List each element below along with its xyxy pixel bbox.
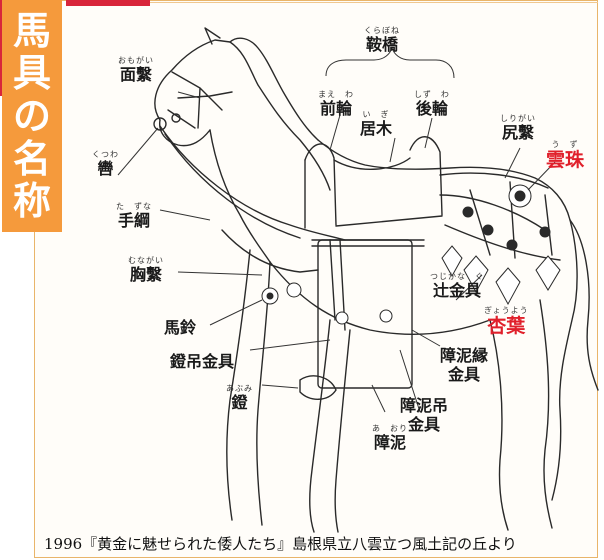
label-text: 障泥 — [373, 433, 406, 452]
label-ruby: あぶみ — [226, 384, 253, 393]
horse-tail — [569, 219, 599, 391]
horse-rump — [551, 219, 578, 501]
title-char: 称 — [12, 179, 51, 224]
mudguard-panel — [317, 239, 413, 389]
saddle-seat — [333, 157, 411, 170]
horse-head-outline — [154, 39, 331, 191]
label-ruby: まえ わ — [318, 90, 354, 99]
label-ruby: い ぎ — [362, 110, 390, 119]
label-ruby: ぎょうよう — [484, 306, 529, 315]
junction-fitting — [482, 224, 494, 236]
stirrup — [299, 375, 337, 400]
label-gyouyou: ぎょうよう 杏葉 — [484, 306, 529, 337]
horse-front-leg-right — [309, 319, 331, 533]
label-tazuna: た ずな 手綱 — [116, 202, 152, 230]
title-char: の — [12, 93, 51, 138]
title-char: 名 — [12, 136, 51, 181]
label-text: 鐙 — [231, 393, 248, 412]
label-text: 辻金具 — [432, 281, 481, 300]
label-maewa: まえ わ 前輪 — [318, 90, 354, 118]
horse-ear — [204, 27, 221, 45]
kurabone-brace — [325, 46, 455, 79]
horse-hind-leg — [489, 319, 509, 531]
bit-ring — [153, 117, 167, 131]
label-aori-buchi: 障泥縁 金具 — [440, 346, 488, 384]
label-tsujikanagu: つじかな ぐ 辻金具 — [430, 272, 484, 300]
reins — [159, 125, 346, 241]
label-uzu: う ず 雲珠 — [546, 140, 584, 171]
label-text: 金具 — [408, 415, 441, 434]
label-text: 杏葉 — [487, 315, 526, 337]
saddle-front-arch — [304, 143, 337, 226]
label-ruby: しず わ — [414, 90, 450, 99]
title-box: 馬 具 の 名 称 — [2, 0, 62, 232]
label-barei: 馬鈴 — [164, 318, 196, 337]
label-abumi: あぶみ 鐙 — [226, 384, 253, 412]
label-ruby: むながい — [128, 256, 164, 265]
label-kutsuwa: くつわ 轡 — [92, 150, 119, 178]
horse-front-leg-left — [226, 249, 251, 521]
label-ruby: た ずな — [116, 202, 152, 211]
label-text: 胸繫 — [129, 265, 162, 284]
label-omogai: おもがい 面繫 — [118, 56, 154, 84]
label-ruby: あ おり — [372, 424, 408, 433]
horse-back — [317, 139, 571, 221]
label-ruby: おもがい — [118, 56, 154, 65]
source-caption: 1996『黄金に魅せられた倭人たち』島根県立八雲立つ風土記の丘より — [44, 535, 517, 553]
label-aori-tsuri: 障泥吊 金具 — [400, 396, 448, 434]
label-abumi-tsuri: 鐙吊金具 — [170, 352, 234, 371]
label-ruby: くつわ — [92, 150, 119, 159]
saddle-rear-arch — [409, 136, 443, 216]
label-ruby: う ず — [551, 140, 579, 149]
label-kurabone: くらぼね 鞍橋 — [364, 26, 400, 54]
gyouyou-pendant — [463, 255, 489, 294]
top-rule — [150, 2, 598, 3]
label-text: 居木 — [360, 119, 393, 138]
label-text: 障泥吊 — [400, 396, 449, 415]
label-text: 前輪 — [319, 99, 352, 118]
crupper-straps — [439, 172, 561, 261]
label-munagai: むながい 胸繫 — [128, 256, 164, 284]
title-char: 馬 — [12, 8, 51, 53]
horse-mane — [229, 37, 319, 141]
label-text: 馬鈴 — [164, 318, 197, 337]
breast-strap — [221, 229, 319, 273]
label-aori: あ おり 障泥 — [372, 424, 408, 452]
label-ruby: しりがい — [500, 114, 536, 123]
label-igi: い ぎ 居木 — [360, 110, 392, 138]
label-ruby: つじかな ぐ — [430, 272, 484, 281]
label-text: 手綱 — [117, 211, 150, 230]
label-text: 鞍橋 — [365, 35, 398, 54]
label-text: 鐙吊金具 — [170, 352, 235, 371]
top-accent-bar — [66, 0, 150, 6]
label-text: 雲珠 — [546, 149, 585, 171]
label-text: 金具 — [448, 365, 481, 384]
label-text: 尻繫 — [501, 123, 534, 142]
label-text: 轡 — [97, 159, 114, 178]
label-shizuwa: しず わ 後輪 — [414, 90, 450, 118]
label-text: 後輪 — [415, 99, 448, 118]
label-text: 面繫 — [119, 65, 152, 84]
label-shirigai: しりがい 尻繫 — [500, 114, 536, 142]
bridle-straps — [167, 71, 233, 129]
horse-neck-front — [209, 129, 271, 263]
label-text: 障泥縁 — [440, 346, 489, 365]
horse-muzzle-outline — [159, 119, 211, 147]
label-ruby: くらぼね — [364, 26, 400, 35]
title-char: 具 — [12, 51, 51, 96]
